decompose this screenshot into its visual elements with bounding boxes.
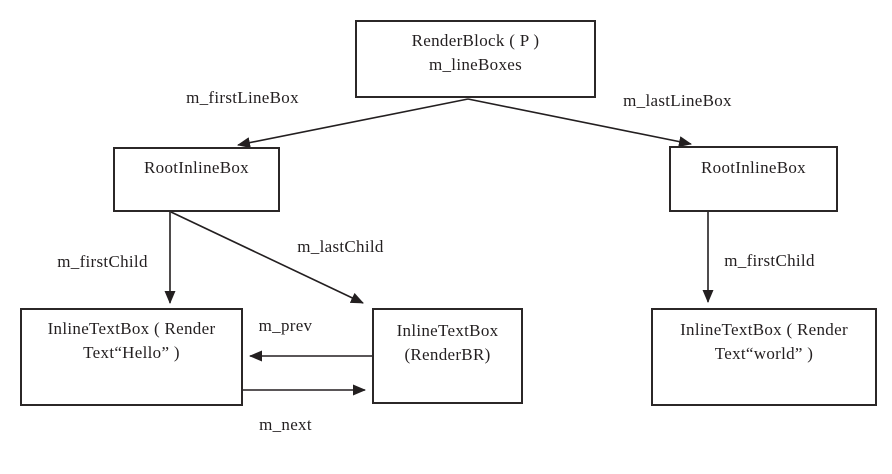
edge-label-m-next: m_next — [259, 415, 312, 434]
edge-label-m-prev: m_prev — [258, 316, 313, 335]
node-inlinetextbox-hello-line2: Text“Hello” ) — [83, 343, 180, 362]
node-inlinetextbox-renderbr: InlineTextBox (RenderBR) — [372, 308, 523, 404]
edge-m-lastlinebox-arrow — [467, 98, 692, 148]
edge-label-m-firstchild-left: m_firstChild — [57, 252, 148, 271]
node-renderblock-title: RenderBlock ( P ) — [411, 31, 540, 50]
edge-label-m-lastlinebox: m_lastLineBox — [623, 91, 732, 110]
node-inlinetextbox-world-line2: Text“world” ) — [714, 344, 814, 363]
node-rootinlinebox-left: RootInlineBox — [113, 147, 280, 212]
edge-label-m-firstchild-right: m_firstChild — [724, 251, 815, 270]
node-inlinetextbox-world-line1: InlineTextBox ( Render — [680, 320, 848, 339]
node-inlinetextbox-renderbr-line1: InlineTextBox — [396, 321, 499, 340]
node-inlinetextbox-hello-line1: InlineTextBox ( Render — [47, 319, 216, 338]
node-rootinlinebox-right-label: RootInlineBox — [701, 158, 806, 177]
edge-m-firstlinebox-arrow — [237, 98, 469, 149]
node-rootinlinebox-right: RootInlineBox — [669, 146, 838, 212]
node-rootinlinebox-left-label: RootInlineBox — [144, 158, 249, 177]
node-inlinetextbox-renderbr-line2: (RenderBR) — [404, 345, 491, 364]
edge-label-m-firstlinebox: m_firstLineBox — [186, 88, 299, 107]
node-inlinetextbox-hello: InlineTextBox ( Render Text“Hello” ) — [20, 308, 243, 406]
node-renderblock-member: m_lineBoxes — [428, 55, 522, 74]
edge-label-m-lastchild: m_lastChild — [297, 237, 384, 256]
node-renderblock-p: RenderBlock ( P ) m_lineBoxes — [355, 20, 596, 98]
node-inlinetextbox-world: InlineTextBox ( Render Text“world” ) — [651, 308, 877, 406]
edge-m-lastchild-arrow — [170, 211, 364, 304]
